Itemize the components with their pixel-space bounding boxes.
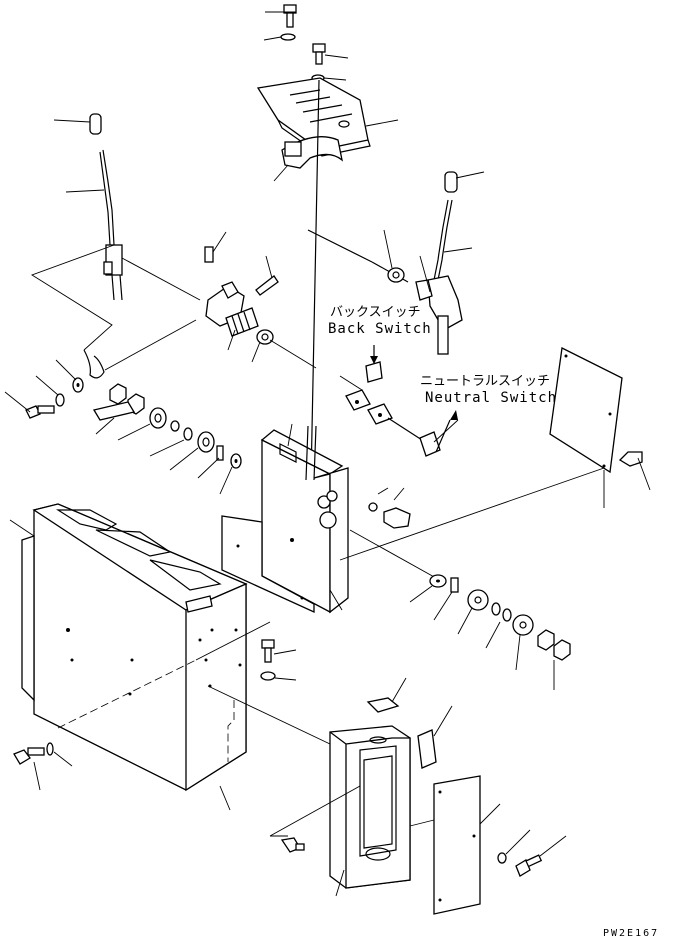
console-washer <box>260 671 297 681</box>
bottom-box <box>329 725 411 897</box>
right-side-plate <box>339 347 623 561</box>
selector-washer <box>251 329 274 363</box>
left-knob <box>53 113 102 135</box>
bottom-box-pad-b <box>417 705 453 769</box>
right-lever-assembly <box>307 171 485 355</box>
right-knob <box>444 171 485 193</box>
neutral-switch-label-jp: ニュートラルスイッチ <box>420 374 550 389</box>
back-switch-label-jp: バックスイッチ <box>330 305 421 320</box>
bushing-a <box>117 407 167 441</box>
washer-d <box>149 427 193 457</box>
nut-a <box>109 383 127 405</box>
r-bushing-b <box>512 614 534 671</box>
r-washer-c <box>485 608 512 649</box>
bushing-b <box>169 431 215 471</box>
pin <box>204 231 227 263</box>
small-bolt <box>255 255 279 296</box>
back-switch-label-en: Back Switch <box>328 321 432 337</box>
flat-plate <box>92 401 136 435</box>
console-box <box>9 503 331 811</box>
right-washer <box>383 229 405 283</box>
top-cover-assembly <box>256 4 399 481</box>
washer-a <box>35 375 65 407</box>
bottom-screw <box>269 785 361 853</box>
washer-e <box>219 453 242 495</box>
console-bolt <box>261 639 297 663</box>
left-lever-rod <box>65 149 123 301</box>
selector-spacer <box>225 307 259 351</box>
drawing-code: PW2E167 <box>603 928 659 939</box>
top-cover-plate <box>256 77 399 157</box>
top-washer <box>263 33 296 41</box>
left-fastener-stack <box>4 359 242 495</box>
neutral-switch <box>387 410 459 457</box>
back-switch <box>339 345 393 425</box>
bottom-cover-plate <box>409 775 501 915</box>
right-fastener-stack <box>409 574 571 690</box>
bottom-left-bolt <box>13 742 73 791</box>
r-washer-b <box>491 602 501 616</box>
left-lever-assembly <box>30 113 201 379</box>
r-bushing-a <box>457 589 489 635</box>
side-plate-bolt <box>618 451 651 491</box>
r-nut-b <box>553 639 571 690</box>
bottom-box-pad-a <box>366 677 407 713</box>
washer-c <box>170 420 180 432</box>
r-nut-a <box>537 629 555 651</box>
left-bolt <box>4 391 55 419</box>
neutral-switch-label-en: Neutral Switch <box>425 390 557 406</box>
selector-shaft-assembly <box>204 231 317 369</box>
r-washer-a <box>409 574 447 603</box>
r-key-pin <box>433 577 459 621</box>
lever-boot <box>273 136 343 182</box>
washer-b <box>55 359 84 393</box>
cover-bolt <box>312 43 349 65</box>
spring-clip <box>83 349 105 379</box>
key-pin <box>197 445 224 479</box>
top-bolt <box>265 4 297 28</box>
bottom-right-bolt <box>497 829 567 877</box>
central-bracket <box>221 423 349 614</box>
bracket-bolt <box>349 487 437 579</box>
